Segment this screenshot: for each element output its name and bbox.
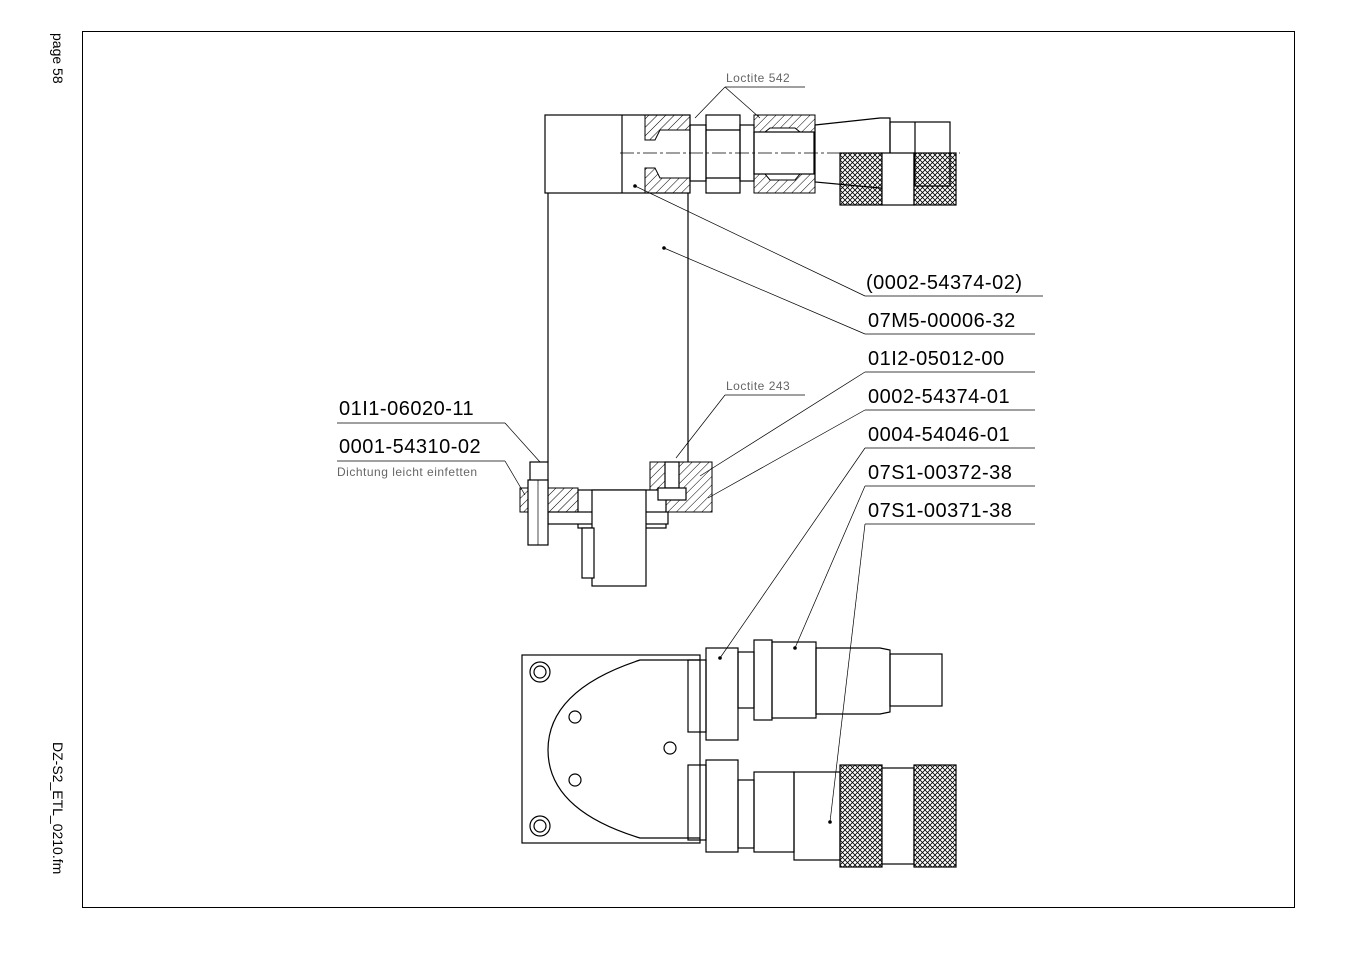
part-number-label: 07M5-00006-32 [868, 310, 1016, 332]
loctite-243-note: Loctite 243 [726, 379, 790, 393]
part-number-label: 0002-54374-01 [868, 386, 1010, 408]
seal-grease-note: Dichtung leicht einfetten [337, 465, 478, 479]
part-number-label: 0004-54046-01 [868, 424, 1010, 446]
part-number-label: 01I2-05012-00 [868, 348, 1005, 370]
drawing-frame [82, 31, 1295, 908]
loctite-542-note: Loctite 542 [726, 71, 790, 85]
part-number-label: (0002-54374-02) [866, 272, 1023, 294]
top-view [521, 639, 957, 868]
section-view [519, 114, 960, 587]
part-number-label: 01I1-06020-11 [339, 398, 474, 420]
part-number-label: 07S1-00371-38 [868, 500, 1012, 522]
base-plate [521, 654, 701, 844]
part-number-label: 07S1-00372-38 [868, 462, 1012, 484]
part-number-label: 0001-54310-02 [339, 436, 481, 458]
leader-lines [337, 86, 1043, 824]
